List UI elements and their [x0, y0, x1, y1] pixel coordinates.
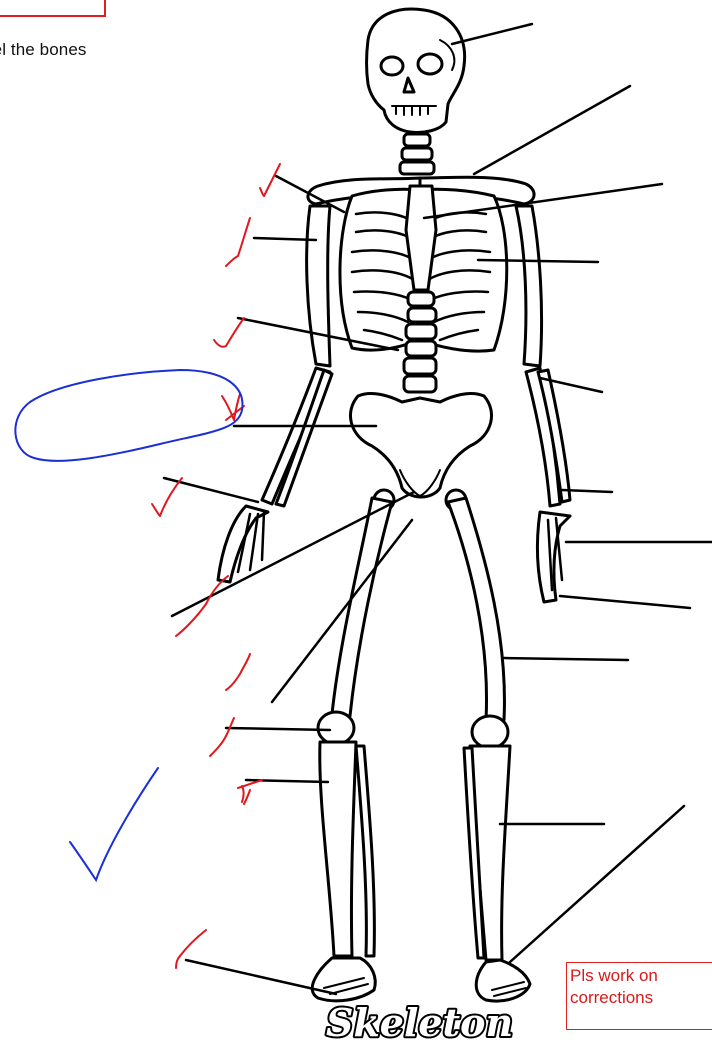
tick-icon: [260, 164, 280, 196]
hand-right: [537, 512, 570, 602]
svg-text:Skeleton: Skeleton: [326, 1000, 513, 1045]
patella-left: [318, 712, 354, 744]
skeleton-title: Skeleton Skeleton: [322, 990, 522, 1046]
tick-icon: [210, 718, 234, 756]
tibia-left: [320, 742, 356, 956]
label-line-metatarsals: [186, 960, 336, 994]
eye-socket-left: [381, 57, 403, 75]
label-line-phalanges: [560, 596, 690, 608]
pelvis: [350, 394, 491, 497]
humerus-right: [516, 206, 542, 366]
red-ticks: [152, 164, 280, 968]
tick-icon: [226, 654, 250, 690]
teacher-note-line2: corrections: [570, 987, 712, 1009]
humerus-left: [307, 206, 330, 366]
femur-right: [448, 498, 504, 720]
tick-icon: [226, 218, 250, 266]
fibula-left: [356, 746, 374, 956]
tick-icon: [152, 478, 182, 516]
label-line-skull: [452, 24, 532, 44]
blue-annotations: [15, 370, 242, 880]
label-line-femur: [504, 658, 628, 660]
tick-icon: [238, 780, 262, 804]
teacher-note: Pls work on corrections: [566, 962, 712, 1030]
label-line-tarsals: [510, 806, 684, 962]
label-line-patella: [226, 728, 330, 730]
vertebra: [404, 134, 430, 146]
tick-icon: [214, 318, 244, 347]
blue-circle: [15, 370, 242, 461]
eye-socket-right: [418, 54, 442, 74]
blue-check-icon: [70, 768, 158, 880]
spine: [408, 292, 434, 306]
patella-right: [472, 716, 508, 748]
label-line-clavicle: [474, 86, 630, 174]
tick-icon: [176, 576, 228, 636]
sternum: [406, 186, 436, 290]
teacher-note-line1: Pls work on: [570, 965, 712, 987]
